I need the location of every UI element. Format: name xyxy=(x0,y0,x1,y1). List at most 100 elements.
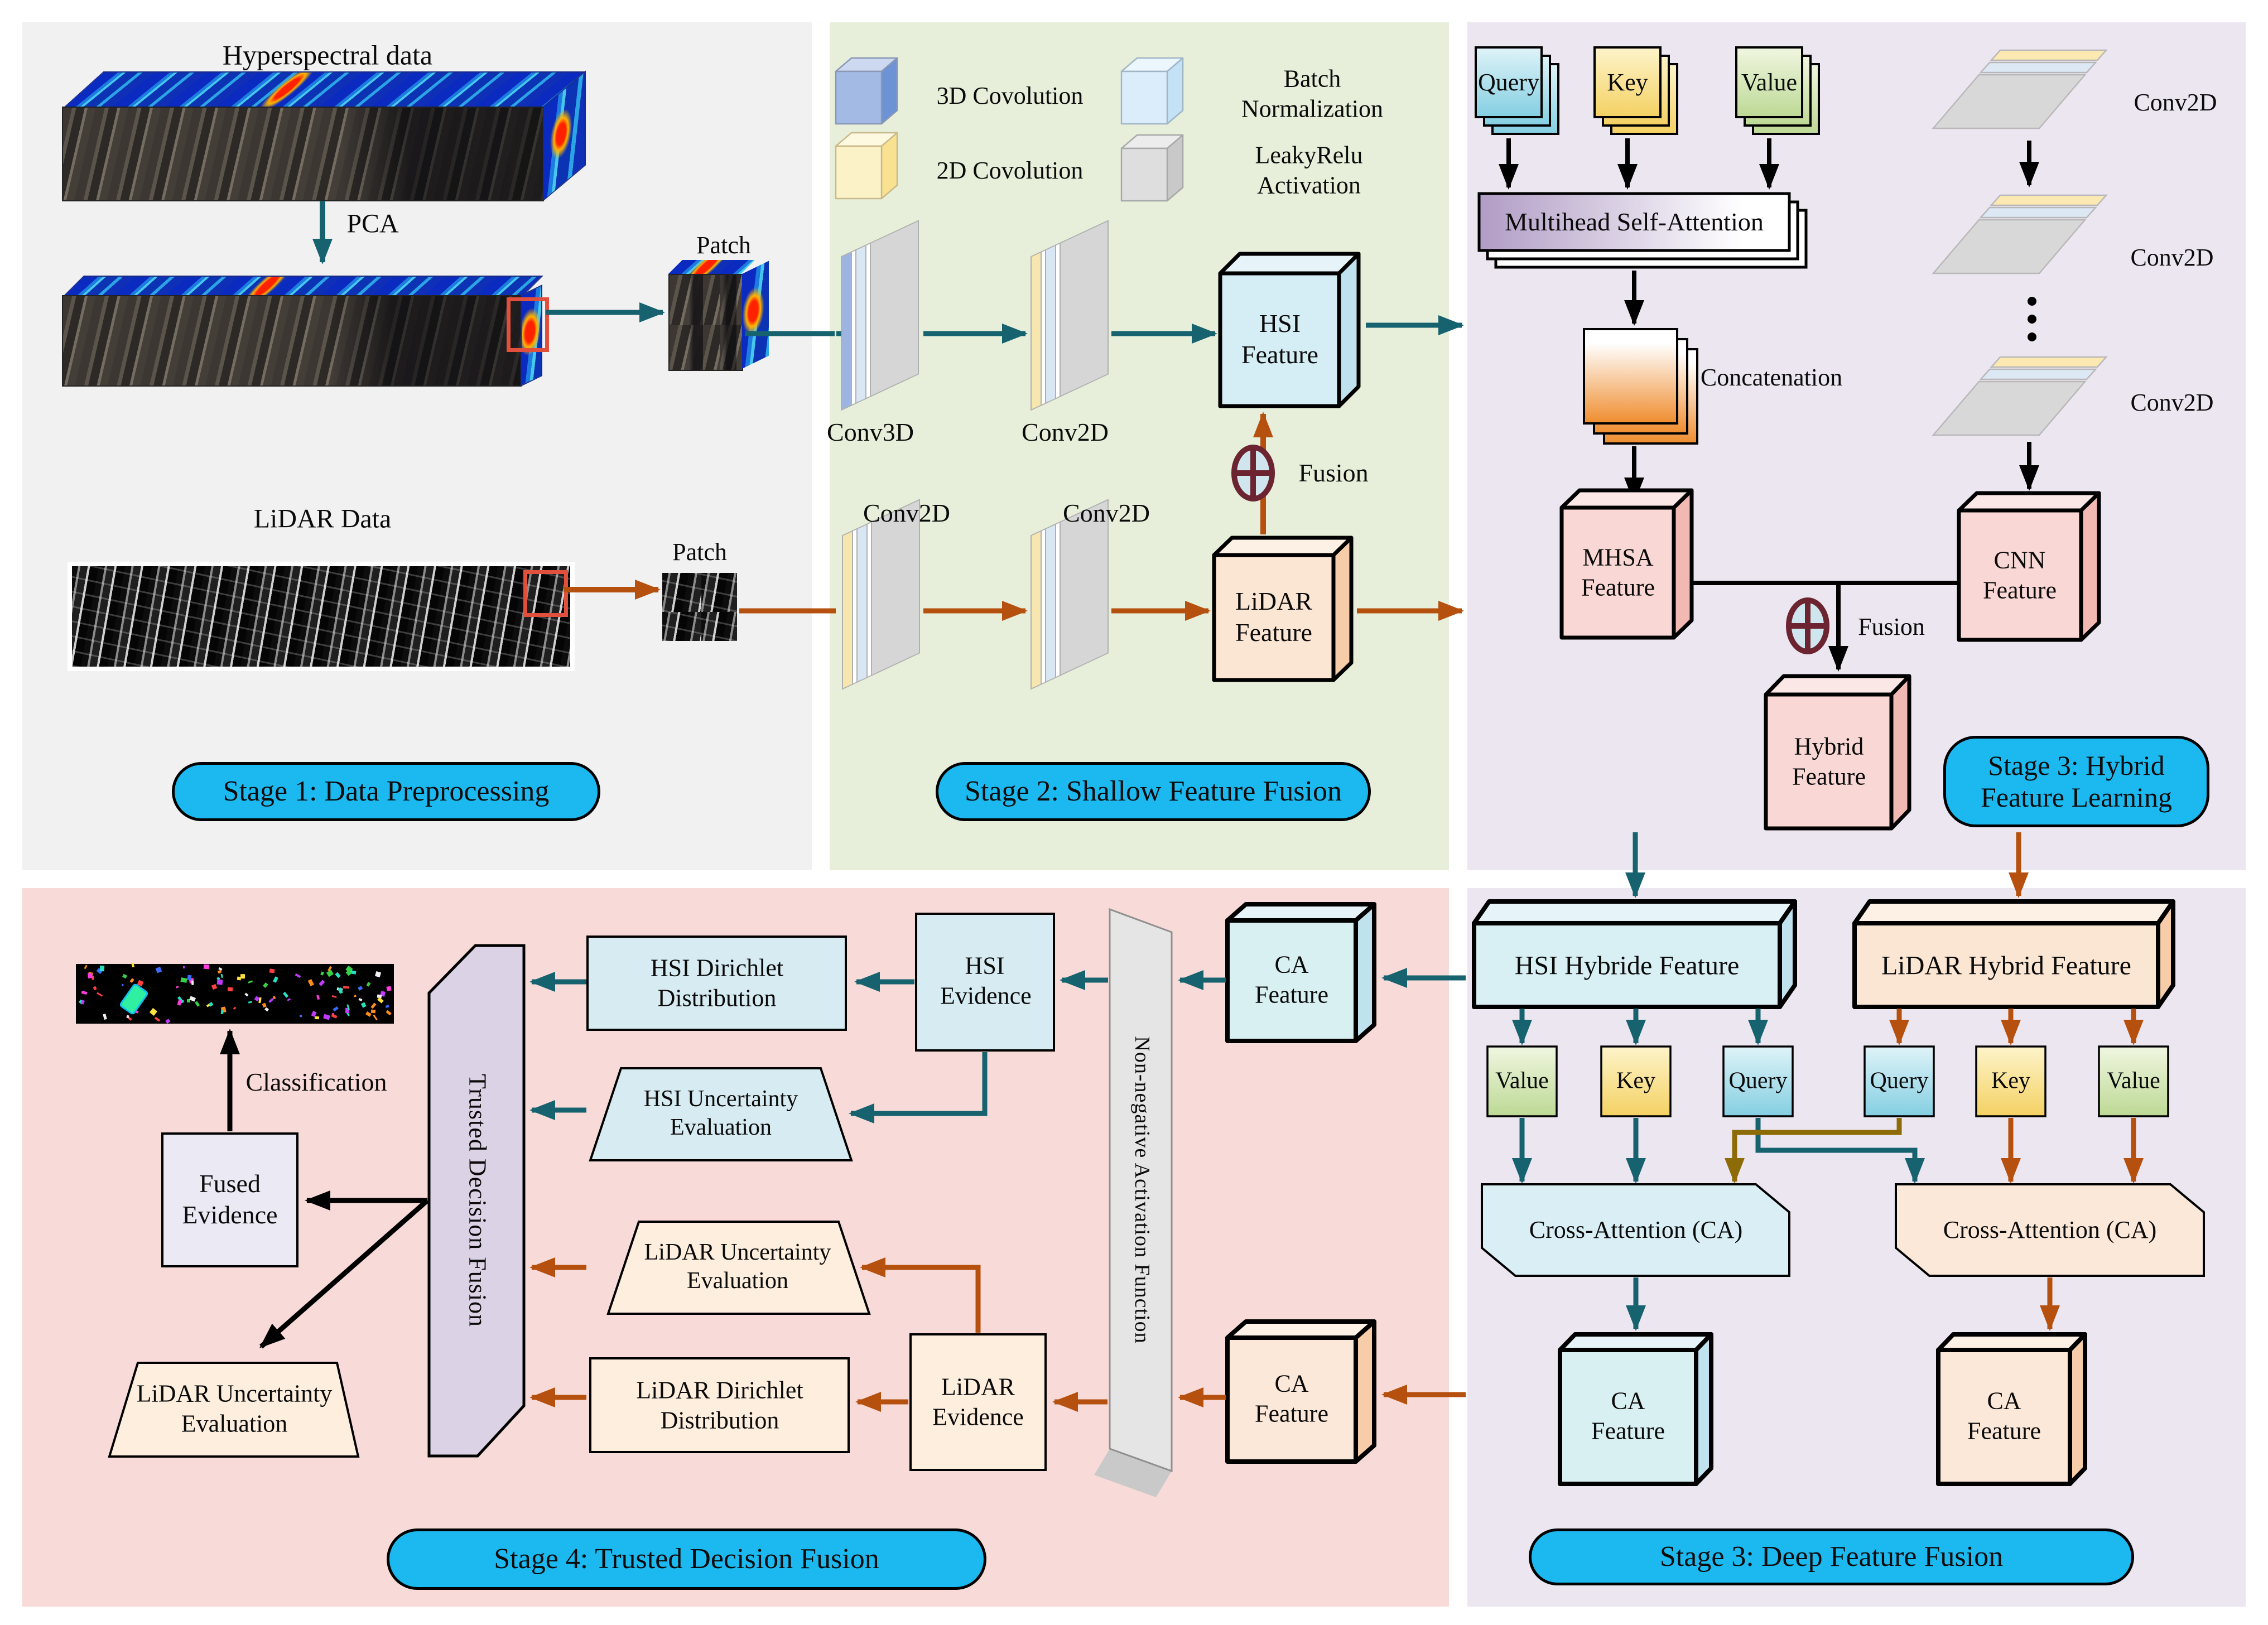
cross-attention-right-label: Cross-Attention (CA) xyxy=(1943,1216,2157,1244)
mhsa-feature-label: MHSA Feature xyxy=(1581,543,1655,601)
lidar-evidence-box xyxy=(909,1333,1047,1471)
value-label: Value xyxy=(1741,69,1798,97)
key1-label: Key xyxy=(1616,1068,1655,1094)
non-negative-activation-label: Non-negative Activation Function xyxy=(1130,1036,1154,1344)
legend-leakyrelu-label: LeakyRelu Activation xyxy=(1255,141,1363,199)
conv2d-stack-lidar1 xyxy=(842,499,920,690)
cross-attention-left-label: Cross-Attention (CA) xyxy=(1529,1216,1743,1244)
hybrid-to-qkv-arrows xyxy=(1512,1009,2144,1045)
query-label: Query xyxy=(1478,69,1539,97)
stage4-ca-feature-lidar xyxy=(1225,1319,1376,1464)
hybrid-feature-box xyxy=(1764,674,1911,831)
stage4-ca-feature-hsi-label: CA Feature xyxy=(1255,951,1328,1008)
lidar-uncertainty-bl-label: LiDAR Uncertainty Evaluation xyxy=(136,1380,333,1437)
conv2d-stack-lidar2 xyxy=(1031,499,1109,690)
stage3-qkv-arrows xyxy=(1499,138,1779,190)
lidar-uncertainty-mid-trapezoid xyxy=(606,1221,871,1315)
stage4-orange-arrows xyxy=(529,1257,1466,1412)
stage4-ca-feature-hsi xyxy=(1225,902,1376,1043)
lidar-image xyxy=(72,566,570,667)
hsi-dirichlet-box xyxy=(586,936,847,1031)
conv2d-lidar2-label: Conv2D xyxy=(1063,498,1150,527)
fusion-plus-icon-stage2 xyxy=(1231,445,1275,502)
lidar-uncertainty-mid-label: LiDAR Uncertainty Evaluation xyxy=(644,1239,831,1294)
hsi-hybride-feature-box xyxy=(1472,899,1797,1009)
lidar-feature-label: LiDAR Feature xyxy=(1235,586,1312,647)
hsi-cube2-front-face xyxy=(62,295,522,387)
hsi-patch-highlight xyxy=(507,297,549,352)
lidar-hybrid-feature-box xyxy=(1852,899,2175,1009)
non-negative-activation-bar xyxy=(1109,908,1173,1473)
conv3d-stack-hsi xyxy=(841,220,919,411)
lidar-patch xyxy=(662,573,737,641)
hsi-uncertainty-label: HSI Uncertainty Evaluation xyxy=(643,1086,798,1140)
conv2d-lidar1-label: Conv2D xyxy=(863,498,950,527)
stage4-ca-feature-lidar-label: CA Feature xyxy=(1255,1370,1328,1427)
conv2d-plate-2 xyxy=(1932,194,2108,274)
query2-label: Query xyxy=(1870,1068,1929,1094)
conv2d-plate1-label: Conv2D xyxy=(2134,89,2217,117)
hybrid-feature-label: Hybrid Feature xyxy=(1792,732,1866,790)
stage3-deep-pill: Stage 3: Deep Feature Fusion xyxy=(1529,1528,2134,1585)
feature-link-lines xyxy=(1692,581,1959,672)
stage4-teal-arrows xyxy=(529,968,1466,1123)
hsi-dirichlet-label: HSI Dirichlet Distribution xyxy=(650,954,784,1011)
hsi-feature-box xyxy=(1218,252,1361,408)
cross-attention-right xyxy=(1895,1183,2205,1277)
lidar-feature-box xyxy=(1212,536,1354,682)
classification-map xyxy=(76,962,394,1024)
patch-hsi-label: Patch xyxy=(696,232,751,259)
fusion-plus-icon-stage3 xyxy=(1786,597,1829,654)
fused-evidence-label: Fused Evidence xyxy=(182,1169,278,1229)
lidar-evidence-label: LiDAR Evidence xyxy=(932,1373,1024,1430)
cnn-feature-box xyxy=(1957,491,2101,642)
mhsa-label: Multihead Self-Attention xyxy=(1505,207,1764,236)
ca-feature-box-hsi-deep xyxy=(1558,1332,1713,1486)
fusion-label-stage3: Fusion xyxy=(1858,613,1925,641)
legend-batchnorm-label: Batch Normalization xyxy=(1241,65,1384,122)
hsi-evidence-box xyxy=(915,913,1055,1052)
classification-label: Classification xyxy=(245,1067,387,1096)
fusion-label-stage2: Fusion xyxy=(1298,458,1369,487)
ca-feature-lidar-deep-label: CA Feature xyxy=(1967,1387,2041,1444)
multihead-self-attention-stack xyxy=(1477,192,1808,269)
cnn-feature-label: CNN Feature xyxy=(1983,546,2057,604)
legend-conv3d-cube-icon xyxy=(835,57,898,125)
value1-label: Value xyxy=(1495,1068,1549,1094)
patch-lidar-label: Patch xyxy=(672,538,727,566)
key-card-stack xyxy=(1593,46,1678,135)
stage3-hybrid-pill: Stage 3: Hybrid Feature Learning xyxy=(1943,736,2209,827)
conv2d-plate-3 xyxy=(1932,356,2108,436)
concatenation-label: Concatenation xyxy=(1700,364,1843,392)
trusted-decision-fusion-label: Trusted Decision Fusion xyxy=(464,1073,492,1328)
hsi-cube1-front-face xyxy=(62,107,544,201)
lidar-hybrid-feature-label: LiDAR Hybrid Feature xyxy=(1881,951,2131,981)
key-label: Key xyxy=(1607,69,1648,97)
key2-label: Key xyxy=(1991,1068,2030,1094)
stage2-pill: Stage 2: Shallow Feature Fusion xyxy=(936,762,1371,821)
vertical-ellipsis-dots xyxy=(2028,297,2036,341)
qkv-to-ca-arrows xyxy=(1512,1118,2144,1184)
conv2d-stack-hsi xyxy=(1031,220,1109,411)
query-card-stack xyxy=(1475,46,1559,135)
trusted-decision-fusion-bar xyxy=(427,944,526,1458)
lidar-patch-highlight xyxy=(523,570,568,617)
value2-label: Value xyxy=(2107,1068,2160,1094)
lidar-dirichlet-label: LiDAR Dirichlet Distribution xyxy=(636,1376,803,1434)
legend-batchnorm-cube-icon xyxy=(1120,57,1184,125)
lidar-dirichlet-box xyxy=(589,1357,850,1453)
conv3d-label: Conv3D xyxy=(827,417,914,446)
legend-leakyrelu-cube-icon xyxy=(1120,134,1184,202)
hyperspectral-title: Hyperspectral data xyxy=(222,39,433,71)
conv2d-plate2-label: Conv2D xyxy=(2130,244,2214,272)
pca-label: PCA xyxy=(346,209,399,239)
value-card-stack xyxy=(1735,46,1820,135)
lidar-title: LiDAR Data xyxy=(253,504,392,534)
conv2d-plate-1 xyxy=(1932,49,2108,129)
hsi-uncertainty-trapezoid xyxy=(589,1067,853,1161)
qkv-boxes-deep xyxy=(1486,1045,2169,1117)
legend-conv2d-cube-icon xyxy=(835,132,898,200)
hsi-hybride-feature-label: HSI Hybride Feature xyxy=(1514,951,1740,981)
